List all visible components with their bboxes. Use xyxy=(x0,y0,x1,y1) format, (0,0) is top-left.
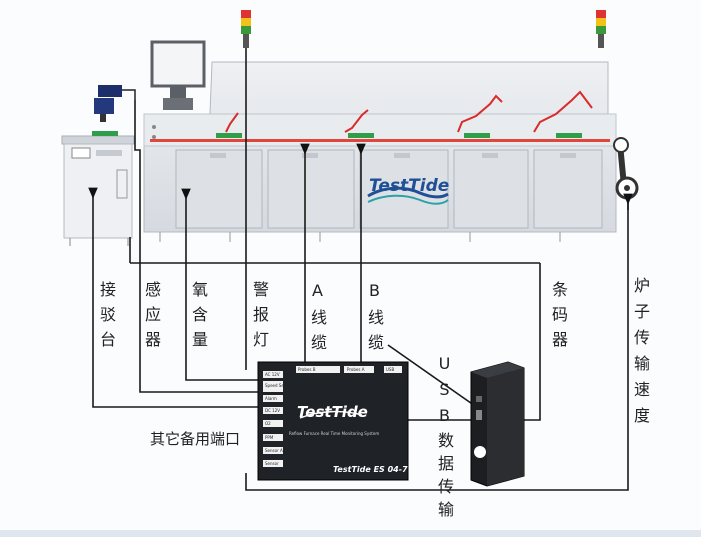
device-port-label: AC 12V xyxy=(265,372,280,377)
signal-tower-right xyxy=(596,10,606,48)
label-docking-station: 接驳台 xyxy=(97,281,116,356)
label-cable-a: A线缆 xyxy=(308,281,327,359)
oven-brand-logo: TestTide xyxy=(369,176,450,196)
conveyor-rail xyxy=(150,139,610,142)
oven-logo xyxy=(367,186,449,205)
label-alarm-light: 警报灯 xyxy=(250,281,269,356)
mini-pc xyxy=(470,361,525,487)
label-oxygen: 氧含量 xyxy=(189,281,208,356)
conveyor-pulley xyxy=(613,137,639,200)
device-port-label: Sensor A xyxy=(265,448,283,453)
device-port-label: Sensor xyxy=(265,461,279,466)
device-model: TestTide ES 04-7 xyxy=(333,465,408,474)
device-port-label: Probes A xyxy=(347,367,365,372)
label-usb: USB数据传输 xyxy=(435,354,454,524)
sensor-device xyxy=(94,85,136,122)
signal-tower-left xyxy=(241,10,251,48)
label-furnace-speed: 炉子传输速度 xyxy=(631,277,650,433)
device-port-label: O2 xyxy=(265,421,271,426)
label-barcode: 条码器 xyxy=(549,281,568,356)
device-port-label: PPM xyxy=(265,435,274,440)
label-cable-b: B线缆 xyxy=(365,281,384,359)
bottom-divider xyxy=(0,530,701,537)
device-port-label: USB xyxy=(386,367,395,372)
label-sensor: 感应器 xyxy=(142,281,161,356)
device-port-label: Speed Sensor xyxy=(265,383,293,388)
temperature-profiles xyxy=(216,90,593,138)
device-subtitle: Reflow Furnace Real Time Monitoring Syst… xyxy=(289,431,380,436)
device-port-label: Alarm xyxy=(265,396,277,401)
device-port-label: DC 12V xyxy=(265,408,280,413)
device-port-label: Probes B xyxy=(298,367,316,372)
reflow-oven xyxy=(143,40,617,242)
label-other-ports: 其它备用端口 xyxy=(150,430,241,448)
monitoring-device xyxy=(257,361,409,481)
docking-station xyxy=(61,131,135,246)
wiring xyxy=(88,48,633,491)
pcb-board xyxy=(92,131,118,136)
device-logo: TestTide xyxy=(297,403,368,421)
